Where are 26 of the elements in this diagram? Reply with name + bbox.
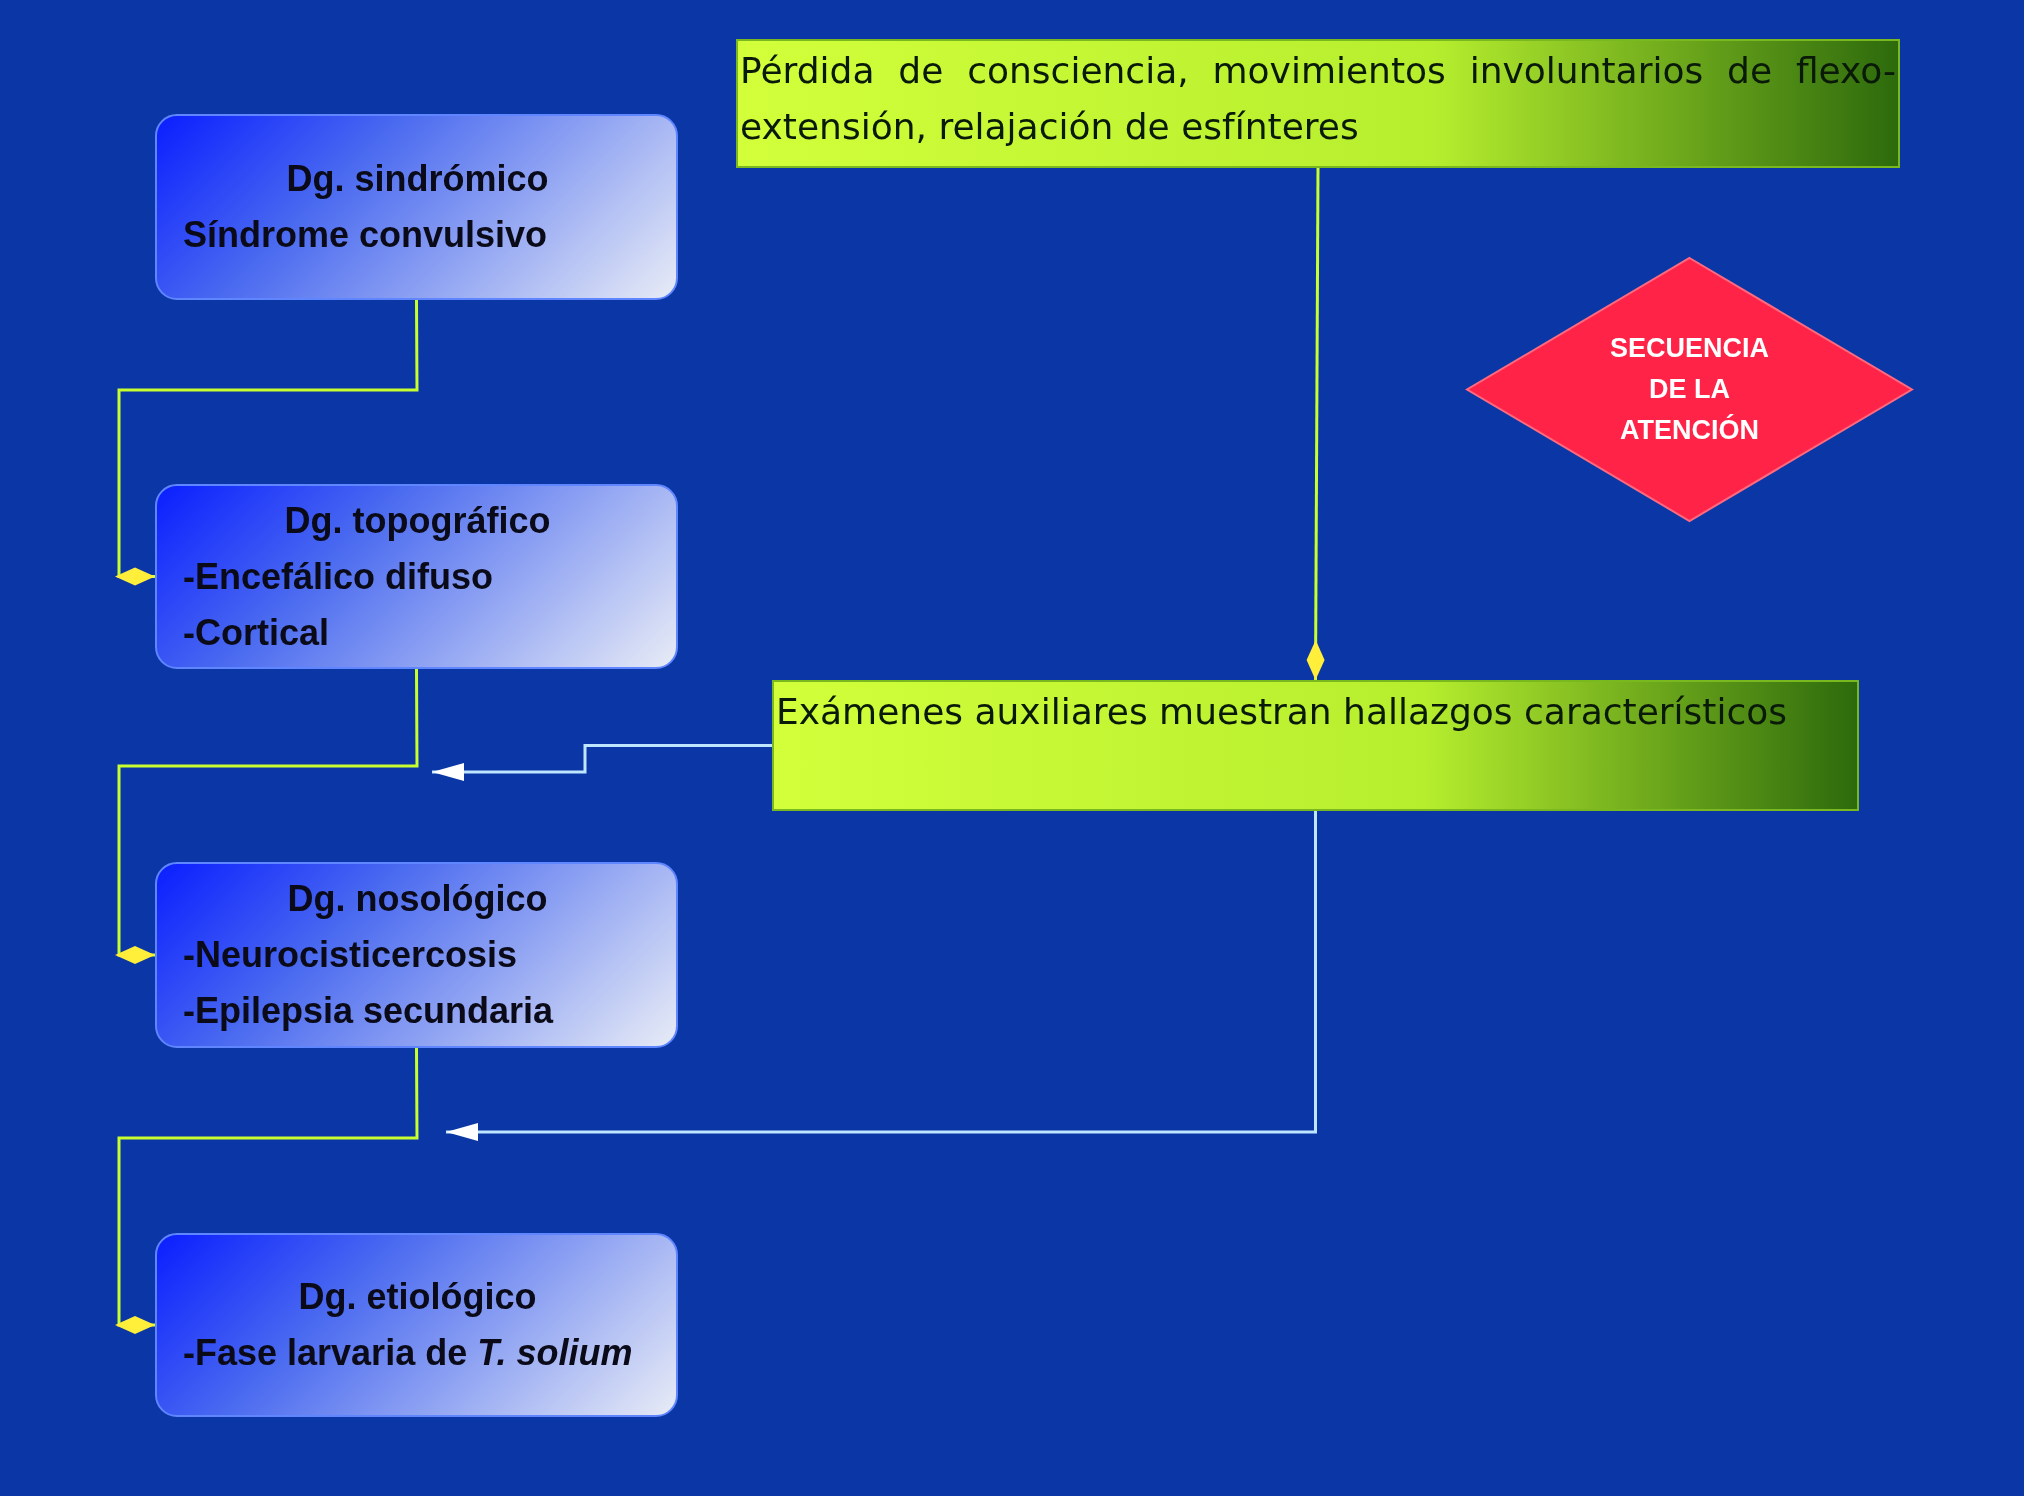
finding-text: Exámenes auxiliares muestran hallazgos característicos	[776, 690, 1789, 734]
decision-diamond	[1465, 256, 1914, 523]
diagnosis-box	[155, 1233, 678, 1417]
box-heading: Dg. etiológico	[297, 1275, 538, 1319]
connector	[115, 300, 419, 586]
connector	[1306, 168, 1325, 680]
box-heading: Dg. sindrómico	[285, 157, 550, 201]
connector	[115, 1048, 419, 1334]
finding-box	[772, 680, 1859, 811]
box-item: Síndrome convulsivo	[183, 213, 549, 257]
diamond-label: SECUENCIA DE LA ATENCIÓN	[1609, 332, 1770, 447]
finding-box	[736, 39, 1900, 168]
connector	[115, 669, 419, 964]
box-heading: Dg. nosológico	[286, 877, 549, 921]
box-item: -Neurocisticercosis	[183, 933, 519, 977]
diagnosis-box	[155, 484, 678, 669]
box-item: -Encefálico difuso	[183, 554, 495, 599]
finding-text: Pérdida de consciencia, movimientos involuntarios de flexo-extensión, relajación de esfínteres	[740, 49, 1896, 149]
arrow	[432, 744, 772, 781]
box-item: -Fase larvaria de T. solium	[183, 1331, 634, 1375]
diagnosis-box	[155, 862, 678, 1048]
box-item: -Epilepsia secundaria	[183, 989, 555, 1033]
arrow	[446, 811, 1317, 1141]
box-item: -Cortical	[183, 610, 331, 655]
box-heading: Dg. topográfico	[283, 498, 552, 543]
diagnosis-box	[155, 114, 678, 300]
